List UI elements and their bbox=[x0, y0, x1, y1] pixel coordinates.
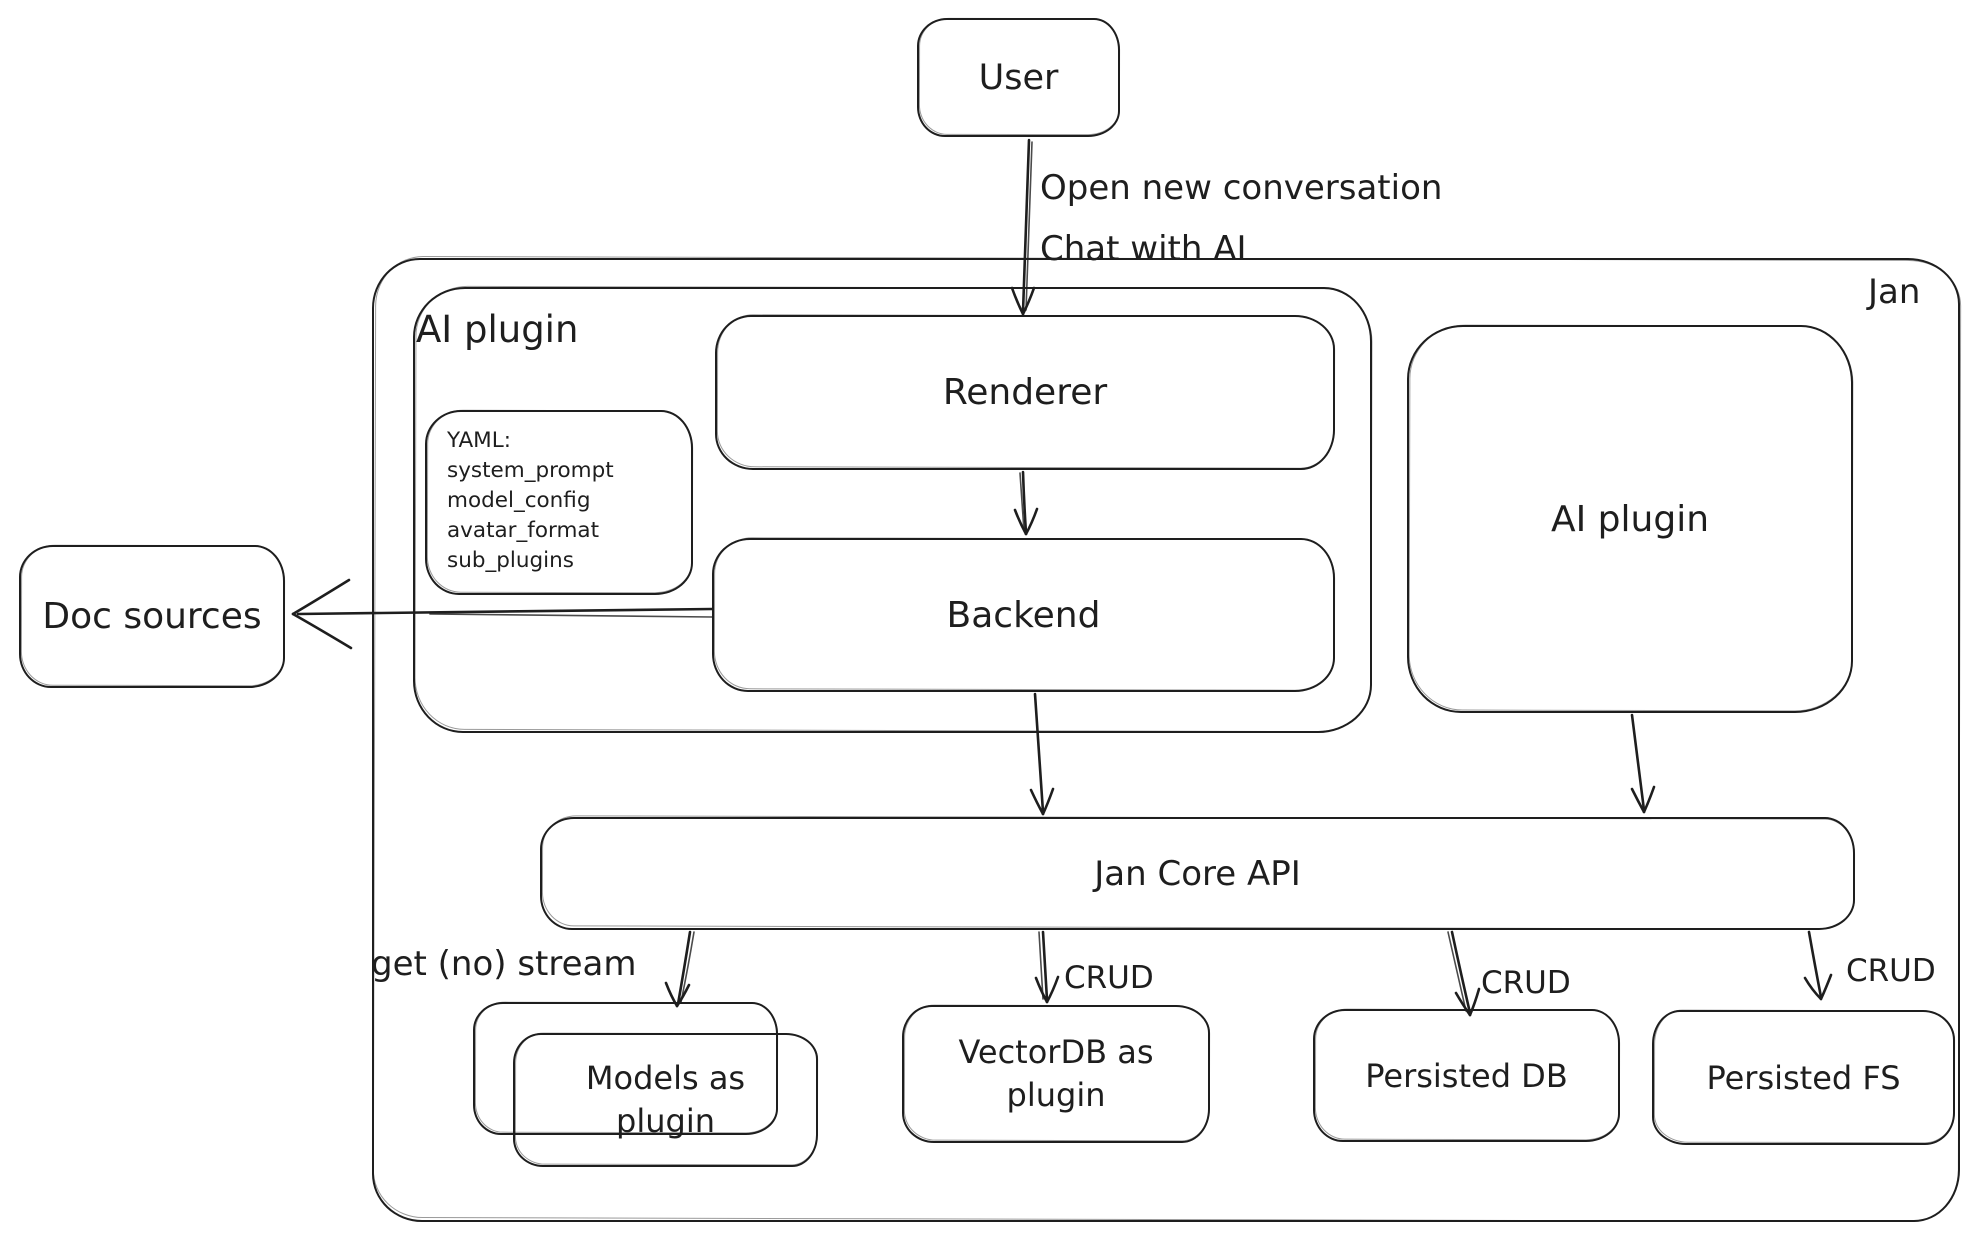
node-ai-plugin-right: AI plugin bbox=[1407, 325, 1853, 713]
node-jan-core-api: Jan Core API bbox=[540, 817, 1855, 930]
node-persisted-fs-label: Persisted FS bbox=[1706, 1058, 1901, 1097]
node-user-label: User bbox=[978, 57, 1059, 98]
yaml-note-text: YAML: system_prompt model_config avatar_… bbox=[447, 428, 614, 573]
node-jan-core-api-label: Jan Core API bbox=[1094, 853, 1301, 894]
node-doc-sources-label: Doc sources bbox=[42, 596, 262, 637]
node-backend: Backend bbox=[712, 538, 1335, 692]
node-models-as-plugin: Models as plugin bbox=[513, 1033, 818, 1167]
node-persisted-db-label: Persisted DB bbox=[1365, 1056, 1568, 1095]
edge-label-line-1: Open new conversation bbox=[1040, 168, 1443, 208]
node-renderer: Renderer bbox=[715, 315, 1335, 470]
node-ai-plugin-right-label: AI plugin bbox=[1550, 498, 1710, 540]
edge-label-get-no-stream: get (no) stream bbox=[371, 944, 637, 984]
node-persisted-fs: Persisted FS bbox=[1652, 1010, 1955, 1145]
node-doc-sources: Doc sources bbox=[19, 545, 285, 688]
edge-label-crud-persisted-db: CRUD bbox=[1481, 965, 1571, 1001]
edge-label-crud-persisted-fs: CRUD bbox=[1846, 953, 1936, 989]
node-yaml-note: YAML: system_prompt model_config avatar_… bbox=[425, 410, 693, 595]
node-jan-container bbox=[372, 258, 1960, 1222]
node-renderer-label: Renderer bbox=[942, 372, 1108, 413]
node-persisted-db: Persisted DB bbox=[1313, 1009, 1620, 1142]
node-models-as-plugin-label: Models as plugin bbox=[585, 1058, 746, 1140]
node-user: User bbox=[917, 18, 1120, 137]
node-vectordb-label: VectorDB as plugin bbox=[958, 1032, 1154, 1114]
node-ai-plugin-container bbox=[413, 287, 1372, 733]
edge-label-line-2: Chat with AI bbox=[1040, 229, 1247, 269]
node-backend-label: Backend bbox=[946, 594, 1101, 636]
node-vectordb: VectorDB as plugin bbox=[902, 1005, 1210, 1143]
edge-label-open-new-conversation: Open new conversation Chat with AI bbox=[1040, 158, 1442, 280]
edge-label-crud-vectordb: CRUD bbox=[1064, 960, 1154, 996]
node-ai-plugin-container-label: AI plugin bbox=[416, 308, 579, 351]
node-jan-label: Jan bbox=[1868, 272, 1921, 312]
